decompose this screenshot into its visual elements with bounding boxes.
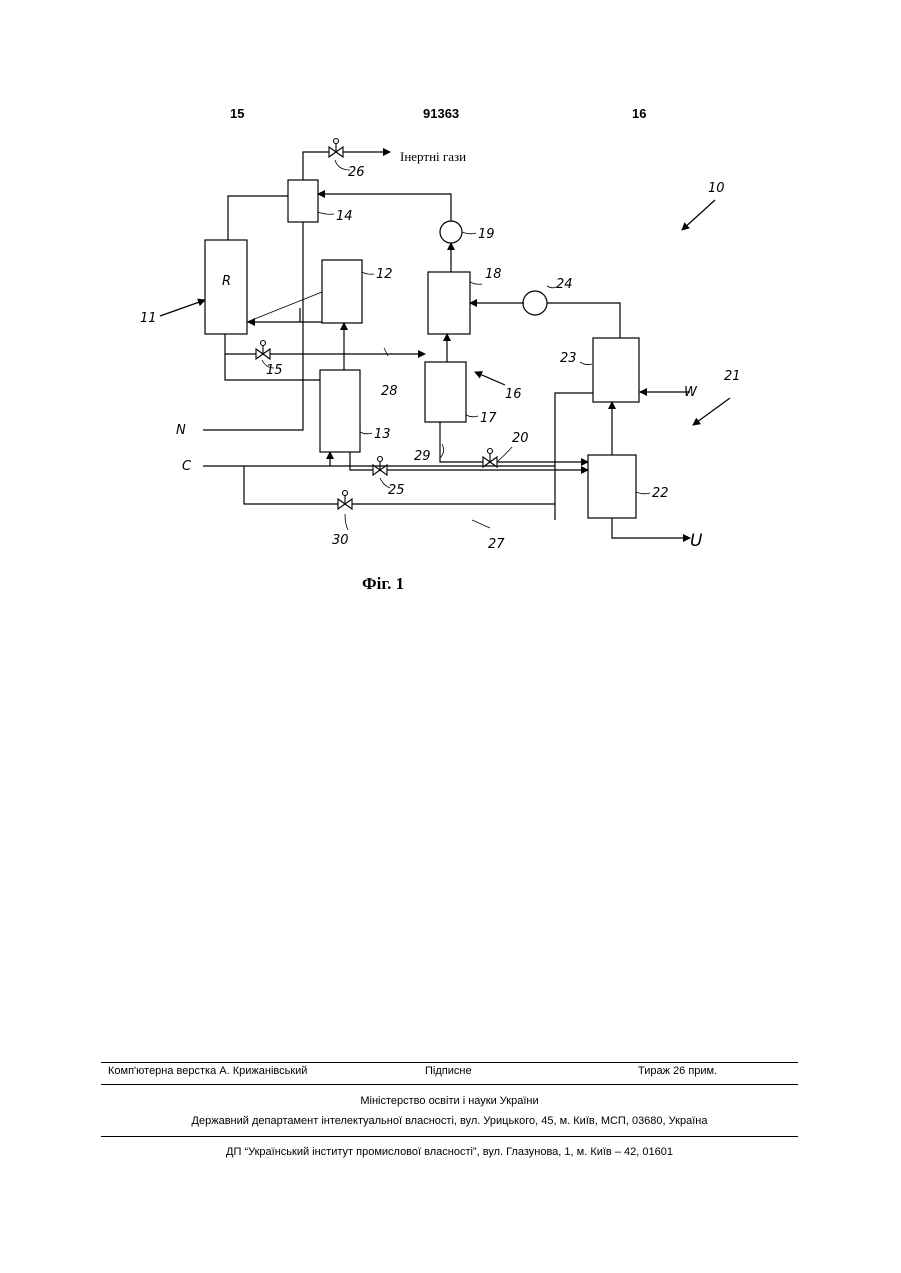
label-23: 23 <box>560 351 577 366</box>
label-21: 21 <box>724 369 741 384</box>
label-13: 13 <box>374 427 391 442</box>
label-18: 18 <box>485 267 502 282</box>
block-18 <box>428 272 470 334</box>
label-25: 25 <box>388 483 405 498</box>
footer-ministry: Міністерство освіти і науки України <box>101 1095 798 1107</box>
label-20: 20 <box>512 431 529 446</box>
label-10: 10 <box>708 181 725 196</box>
label-17: 17 <box>480 411 497 426</box>
footer-signed: Підписне <box>425 1065 472 1077</box>
label-12: 12 <box>376 267 393 282</box>
pump-24 <box>523 291 547 315</box>
valve-15 <box>256 341 270 360</box>
block-13 <box>320 370 360 452</box>
label-27: 27 <box>488 537 505 552</box>
valve-26 <box>329 139 343 158</box>
label-16: 16 <box>505 387 522 402</box>
output-u-label: U <box>690 531 703 551</box>
input-w-label: W <box>684 385 698 400</box>
label-22: 22 <box>652 486 669 501</box>
footer-rule-middle <box>101 1084 798 1085</box>
footer-department: Державний департамент інтелектуальної вл… <box>101 1115 798 1127</box>
label-30: 30 <box>332 533 349 548</box>
block-14 <box>288 180 318 222</box>
valve-20 <box>483 449 497 468</box>
label-19: 19 <box>478 227 495 242</box>
label-15: 15 <box>266 363 283 378</box>
compressor-19 <box>440 221 462 243</box>
valve-30 <box>338 491 352 510</box>
block-22 <box>588 455 636 518</box>
footer-typesetter: Комп'ютерна верстка А. Крижанівський <box>108 1065 307 1077</box>
label-26: 26 <box>348 165 365 180</box>
block-16 <box>425 362 466 422</box>
footer-institute: ДП “Український інститут промислової вла… <box>101 1146 798 1158</box>
label-11: 11 <box>140 311 157 326</box>
figure-caption: Фіг. 1 <box>362 574 404 594</box>
reactor-label: R <box>222 274 231 289</box>
footer-circulation: Тираж 26 прим. <box>638 1065 717 1077</box>
label-28: 28 <box>381 384 398 399</box>
process-flow-diagram: Інертні гази R 10 11 12 13 14 15 16 17 1… <box>0 0 901 620</box>
block-23 <box>593 338 639 402</box>
footer-rule-top <box>101 1062 798 1063</box>
input-n-label: N <box>176 423 186 438</box>
label-24: 24 <box>556 277 573 292</box>
block-12 <box>322 260 362 323</box>
label-14: 14 <box>336 209 353 224</box>
inert-gas-label: Інертні гази <box>400 149 466 164</box>
label-29: 29 <box>414 449 431 464</box>
footer-rule-bottom <box>101 1136 798 1137</box>
input-c-label: C <box>182 459 192 474</box>
